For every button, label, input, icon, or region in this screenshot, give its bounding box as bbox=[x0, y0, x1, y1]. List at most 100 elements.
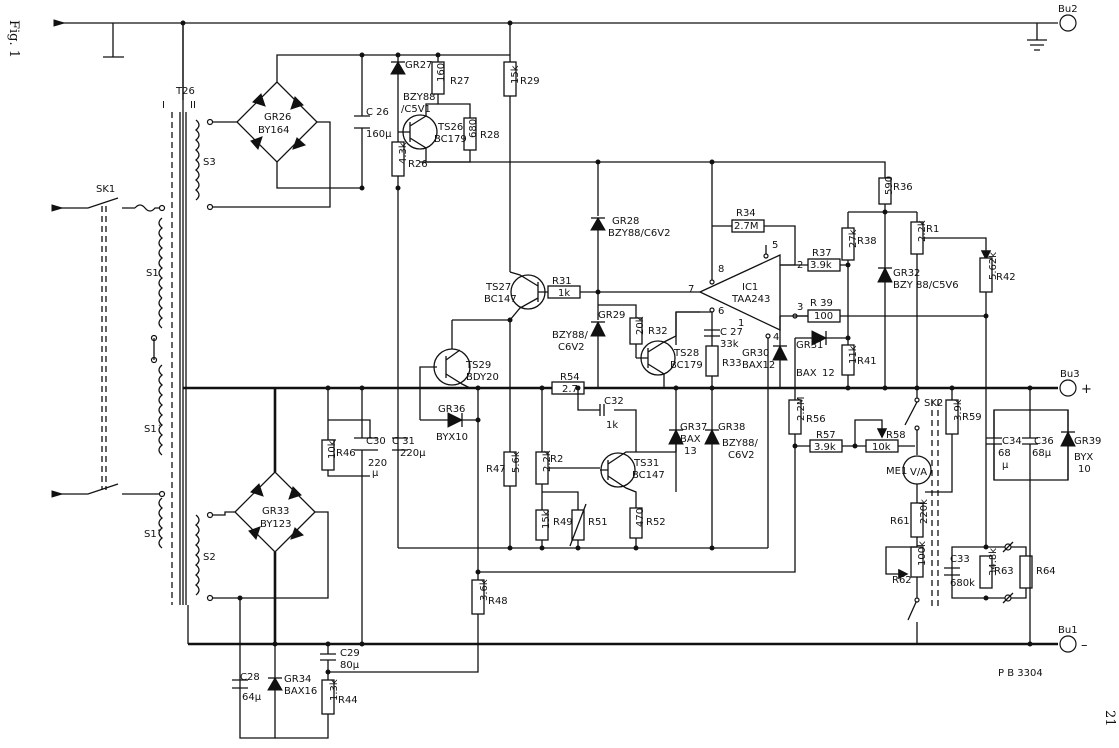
me1-name: ME1 bbox=[886, 466, 907, 477]
gr27-type2: /C5V1 bbox=[401, 104, 431, 115]
gr32-type: BZY 88/C5V6 bbox=[893, 280, 959, 291]
connector-bu2[interactable] bbox=[1059, 14, 1077, 32]
r57-name: R57 bbox=[816, 430, 836, 441]
resistor-r32 bbox=[629, 317, 643, 345]
c31-value: 220μ bbox=[400, 448, 426, 459]
resistor-r59 bbox=[945, 399, 959, 435]
connector-bu3[interactable] bbox=[1059, 379, 1077, 397]
r33-name: R33 bbox=[722, 358, 742, 369]
r27-name: R27 bbox=[450, 76, 470, 87]
r54-value: 2.7 bbox=[562, 384, 578, 395]
r37-value: 3.9k bbox=[810, 260, 832, 271]
resistor-r38 bbox=[841, 227, 855, 261]
s1b-label: S1˝ bbox=[144, 528, 162, 540]
switch-sk1[interactable]: SK1 bbox=[51, 184, 166, 498]
ts29-block: TS29 BDY20 GR36 BYX10 bbox=[419, 319, 510, 580]
ts26-type: BC179 bbox=[434, 134, 467, 145]
resistor-r41 bbox=[841, 344, 855, 376]
c28-value: 64μ bbox=[242, 692, 262, 703]
ts31-name: TS31 bbox=[633, 458, 659, 469]
meter-network: 2.2M R56 3.9k R57 10k R58 SK2 V/A ME1 22… bbox=[478, 338, 982, 644]
ic1-type: TAA243 bbox=[731, 294, 770, 305]
ts28-type: BC179 bbox=[670, 360, 703, 371]
connector-bu3-label: Bu3 bbox=[1060, 369, 1080, 380]
gr26-name: GR26 bbox=[264, 112, 291, 123]
pin-1: 1 bbox=[738, 318, 744, 329]
r1-value: 2.2k bbox=[917, 220, 928, 242]
resistor-r57 bbox=[809, 439, 843, 453]
connector-bu1[interactable] bbox=[1059, 635, 1077, 653]
gr39-name: GR39 bbox=[1074, 436, 1101, 447]
gr38-type2: C6V2 bbox=[728, 450, 755, 461]
bridge-gr26: GR26 BY164 bbox=[206, 54, 362, 211]
r63-value: 34.8k bbox=[988, 548, 999, 576]
gr31-type: BAX bbox=[796, 368, 817, 379]
r58-value: 10k bbox=[872, 442, 891, 453]
r57-value: 3.9k bbox=[814, 442, 836, 453]
r47-value: 5.6k bbox=[511, 451, 522, 473]
svg-text:V/A: V/A bbox=[910, 467, 927, 478]
r56-name: R56 bbox=[806, 414, 826, 425]
minus-sign: – bbox=[1081, 638, 1088, 653]
c36-name: C36 bbox=[1034, 436, 1054, 447]
resistor-r61 bbox=[910, 502, 924, 538]
c26-name: C 26 bbox=[366, 107, 389, 118]
gr30-name: GR30 bbox=[742, 348, 769, 359]
c30-value: 220 bbox=[368, 458, 387, 469]
r61-name: R61 bbox=[890, 516, 910, 527]
r37-name: R37 bbox=[812, 248, 832, 259]
r52-name: R52 bbox=[646, 517, 666, 528]
c30-name: C30 bbox=[366, 436, 386, 447]
c33-r63-r64: C33 680k 34.8k R63 R64 bbox=[944, 541, 1056, 604]
gr34-name: GR34 bbox=[284, 674, 311, 685]
gr38-name: GR38 bbox=[718, 422, 745, 433]
r62-name: R62 bbox=[892, 575, 912, 586]
aux-supply: C28 64μ GR34 BAX16 C29 80μ 1.3k R44 3.6k… bbox=[232, 569, 508, 739]
r59-name: R59 bbox=[962, 412, 982, 423]
bridge-gr33: GR33 BY123 bbox=[206, 388, 329, 680]
resistor-r44 bbox=[321, 679, 335, 715]
resistor-r63 bbox=[979, 555, 993, 589]
ts26-name: TS26 bbox=[437, 122, 463, 133]
r26-name: R26 bbox=[408, 159, 428, 170]
r56-value: 2.2M bbox=[796, 396, 807, 421]
gr31-name: GR31 bbox=[796, 340, 823, 351]
c36-value: 68μ bbox=[1032, 448, 1052, 459]
diodes-gr37-gr38: GR37 BAX 13 GR38 BZY88/ C6V2 bbox=[668, 385, 759, 548]
pin-6: 6 bbox=[718, 306, 724, 317]
gr33-name: GR33 bbox=[262, 506, 289, 517]
figure-caption: Fig. 1 bbox=[6, 20, 21, 58]
resistor-r54: 2.7 R54 bbox=[551, 372, 585, 395]
s1a-label: S1´ bbox=[144, 423, 162, 435]
gr36-name: GR36 bbox=[438, 404, 465, 415]
negative-rail: Bu1 – bbox=[188, 625, 1088, 653]
r32-value: 20k bbox=[635, 316, 646, 335]
capacitor-c26: C 26 160μ bbox=[354, 55, 392, 188]
s2-label: S2 bbox=[203, 552, 216, 563]
gr37-type: BAX bbox=[680, 434, 701, 445]
resistor-r29 bbox=[503, 61, 517, 97]
resistor-r39 bbox=[807, 309, 841, 323]
pin-3: 3 bbox=[797, 302, 803, 313]
resistor-r34 bbox=[731, 219, 765, 233]
r48-value: 3.6k bbox=[479, 579, 490, 601]
r44-name: R44 bbox=[338, 695, 358, 706]
gr37-name: GR37 bbox=[680, 422, 707, 433]
r39-value: 100 bbox=[814, 311, 833, 322]
resistor-r56 bbox=[788, 399, 802, 435]
r29-name: R29 bbox=[520, 76, 540, 87]
gr34-type: BAX16 bbox=[284, 686, 317, 697]
r2-value: 2.2k bbox=[542, 450, 553, 472]
diodes-gr30-gr31: GR30 BAX12 GR31 BAX 12 bbox=[742, 316, 848, 388]
r48-name: R48 bbox=[488, 596, 508, 607]
gr27-type: BZY88 bbox=[403, 92, 436, 103]
r59-value: 3.9k bbox=[953, 399, 964, 421]
t26-label: T26 bbox=[175, 86, 195, 97]
s3-label: S3 bbox=[203, 157, 216, 168]
c32-name: C32 bbox=[604, 396, 624, 407]
c32-value: 1k bbox=[606, 420, 618, 431]
r46-name: R46 bbox=[336, 448, 356, 459]
resistor-r64 bbox=[1019, 555, 1033, 589]
